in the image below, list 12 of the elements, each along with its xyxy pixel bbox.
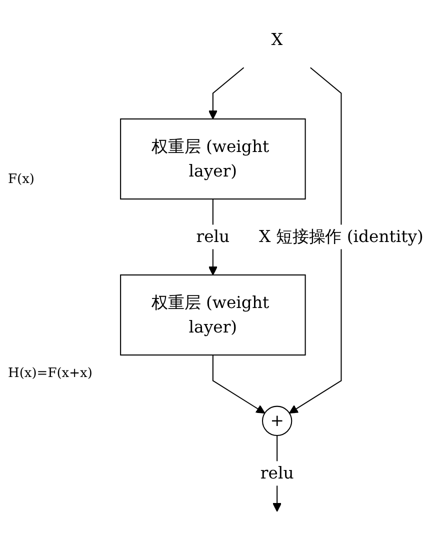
annotation-text: H(x)=F(x+x) (8, 366, 92, 381)
annotation-text: F(x) (8, 172, 34, 188)
node-text: X (271, 30, 283, 50)
arrow (289, 67, 342, 414)
node-box: 权重层 (weight layer) (120, 274, 306, 356)
edge-label: relu (196, 226, 230, 246)
arrow (208, 67, 244, 120)
arrow (212, 355, 266, 414)
edge-label: X 短接操作 (identity) (259, 226, 424, 246)
node-circle: + (262, 406, 292, 436)
node-box: 权重层 (weight layer) (120, 118, 306, 200)
edge-label: relu (260, 463, 294, 483)
